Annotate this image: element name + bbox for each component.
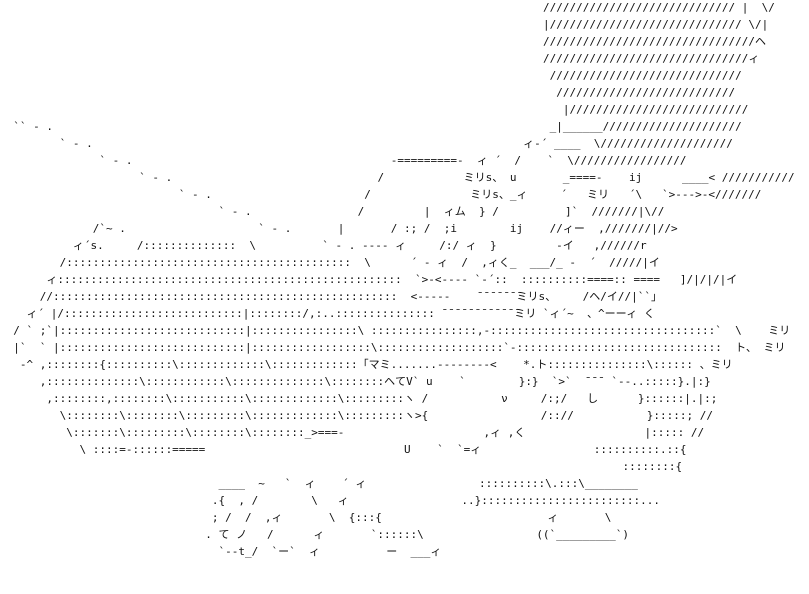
ascii-art-line: ` ‐ . / ミリs、 u _====- ij ____< /////////… — [0, 171, 795, 184]
ascii-art-line: |/////////////////////////// — [0, 103, 749, 116]
ascii-art-line: -^ ,::::::::{::::::::::\:::::::::::::\::… — [0, 358, 733, 371]
ascii-art-line: /////////////////////////// — [0, 86, 736, 99]
ascii-art-line: ィ´ |/:::::::::::::::::::::::::::|:::::::… — [0, 307, 655, 320]
ascii-art-line: ` ‐ . / ミリs、_ィ ´ ミリ ´\ `>--->-</////// — [0, 188, 762, 201]
ascii-art-line: ///////////////////////////////ィ — [0, 52, 760, 65]
ascii-art-line: //::::::::::::::::::::::::::::::::::::::… — [0, 290, 663, 303]
ascii-art-line: |///////////////////////////// \/| — [0, 18, 769, 31]
ascii-art-line: ` ‐ . / | ィム } / ]` ///////|\// — [0, 205, 665, 218]
ascii-art-line: /`~ . ` ‐ . | / :; / ;i ij //ィー ,///////… — [0, 222, 678, 235]
ascii-art-line: . て ノ / ィ `::::::\ ((`_________`) — [0, 528, 630, 541]
ascii-art-line: ///////////////////////////// — [0, 69, 742, 82]
ascii-art-line: `` ‐ . _|______///////////////////// — [0, 120, 742, 133]
ascii-art-line: ///////////////////////////// | \/ — [0, 1, 775, 14]
ascii-art-line: \ ::::=-::::::===== U ` `=ィ ::::::::::.:… — [0, 443, 687, 456]
ascii-art-line: ィ´s. /:::::::::::::: \ ` ‐ . ---- ィ /:/ … — [0, 239, 647, 252]
ascii-art-line: \::::::::\::::::::\:::::::::\:::::::::::… — [0, 409, 713, 422]
ascii-art-line: ` ‐ . ィ-´ ____ \//////////////////// — [0, 137, 733, 150]
ascii-art-line: ` ‐ . -=========- ィ ´ / ` \/////////////… — [0, 154, 687, 167]
ascii-art-line: `--t_/ `ー` ィ ー ___ィ — [0, 545, 442, 558]
ascii-art-line: \:::::::\:::::::::\::::::::\::::::::_>==… — [0, 426, 705, 439]
ascii-art-line: ////////////////////////////////ヘ — [0, 35, 766, 48]
ascii-art-line: ::::::::{ — [0, 460, 683, 473]
ascii-art-line: .{ , / \ ィ ..}::::::::::::::::::::::::..… — [0, 494, 661, 507]
ascii-art-line: ____ ~ ` ィ ´ ィ ::::::::::\.:::\________ — [0, 477, 638, 490]
ascii-art-line: /:::::::::::::::::::::::::::::::::::::::… — [0, 256, 660, 269]
ascii-art-line: ; / / ,ィ \ {:::{ ィ \ — [0, 511, 612, 524]
ascii-art-line: ,::::::::::::::\::::::::::::\:::::::::::… — [0, 375, 711, 388]
ascii-art-line: |` ` |::::::::::::::::::::::::::::|:::::… — [0, 341, 786, 354]
ascii-art-line: / ` ;`|::::::::::::::::::::::::::::|::::… — [0, 324, 791, 337]
ascii-art-line: ィ:::::::::::::::::::::::::::::::::::::::… — [0, 273, 738, 286]
ascii-art-line: ,::::::::,::::::::\:::::::::::\:::::::::… — [0, 392, 718, 405]
